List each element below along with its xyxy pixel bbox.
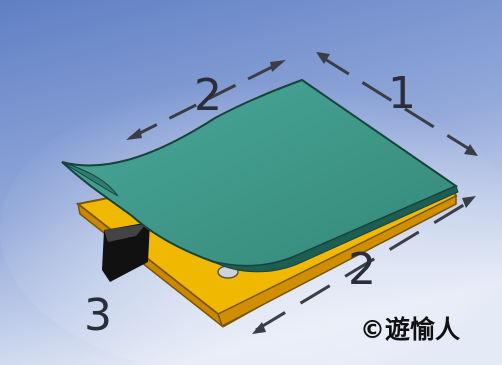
label-bottom-length: 2 bbox=[348, 244, 376, 295]
label-corner-step: 3 bbox=[84, 290, 112, 341]
label-top-left-length: 2 bbox=[194, 70, 222, 121]
copyright-mark: ©遊愉人 bbox=[360, 315, 460, 344]
label-top-right-width: 1 bbox=[388, 68, 416, 119]
